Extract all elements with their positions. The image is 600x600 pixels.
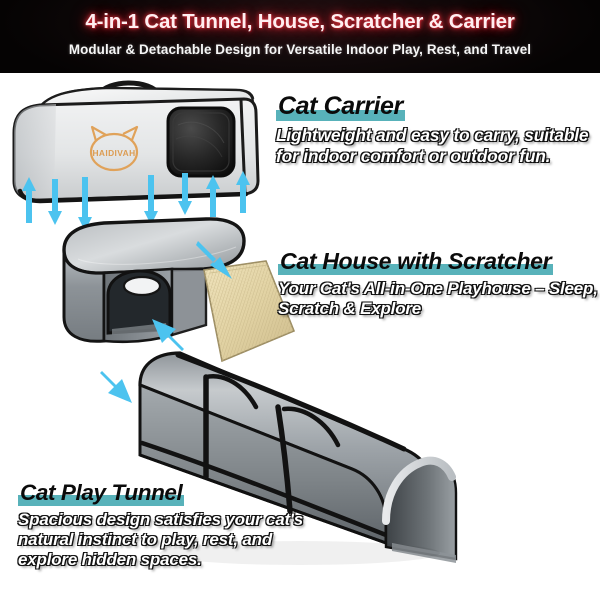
page-title: 4-in-1 Cat Tunnel, House, Scratcher & Ca… [85, 10, 515, 33]
arrow-diagonal-icon [100, 371, 132, 403]
heading-underline-bar [18, 495, 185, 506]
tunnel-near-opening [382, 456, 458, 563]
cat-face-outline-icon [89, 132, 139, 172]
heading-wrap-carrier: Cat Carrier [276, 92, 405, 122]
house-left-wall [62, 249, 106, 343]
carrier-mesh-window [166, 106, 236, 178]
arrow-diagonal-icon [152, 319, 184, 351]
callout-heading-house: Cat House with Scratcher [280, 248, 552, 274]
arrow-up-icon [206, 175, 220, 217]
assembly-arrows-upper [22, 171, 250, 231]
arrow-down-icon [48, 179, 62, 225]
heading-underline-bar [278, 264, 554, 275]
tunnel-ridge-strap [175, 352, 407, 452]
carrier-handle [95, 80, 163, 98]
arrow-up-icon [22, 177, 36, 223]
callout-cat-carrier: Cat Carrier Lightweight and easy to carr… [276, 92, 594, 166]
carrier-body-panel [12, 97, 260, 202]
house-door-opening [106, 269, 172, 335]
carrier-bottom-trim [17, 188, 249, 204]
heading-wrap-house: Cat House with Scratcher [278, 248, 554, 276]
callout-cat-tunnel: Cat Play Tunnel Spacious design satisfie… [18, 480, 318, 570]
arrow-down-icon [178, 173, 192, 215]
assembly-arrows-lower [100, 241, 232, 403]
callout-heading-carrier: Cat Carrier [278, 92, 403, 120]
callout-body-house: Your Cat's All-in-One Playhouse – Sleep,… [278, 279, 598, 319]
cat-ears-icon [90, 125, 139, 142]
brand-logo: HAIDIVAH [89, 125, 139, 172]
callout-heading-tunnel: Cat Play Tunnel [20, 480, 183, 505]
house-peep-hole [122, 275, 162, 297]
carrier-top-panel [34, 86, 255, 123]
heading-underline-bar [276, 110, 405, 121]
arrow-down-icon [144, 175, 158, 225]
callout-cat-house: Cat House with Scratcher Your Cat's All-… [278, 248, 598, 319]
house-top-deck [62, 217, 246, 275]
callout-body-carrier: Lightweight and easy to carry, suitable … [276, 125, 589, 166]
arrow-up-icon [236, 171, 250, 213]
header-banner: 4-in-1 Cat Tunnel, House, Scratcher & Ca… [0, 0, 600, 73]
heading-wrap-tunnel: Cat Play Tunnel [18, 480, 185, 507]
arrow-diagonal-icon [196, 241, 232, 279]
tunnel-far-end [138, 353, 178, 455]
cat-carrier-module: HAIDIVAH [12, 80, 260, 204]
cat-house-module [62, 217, 296, 363]
arrow-down-icon [78, 177, 92, 231]
tunnel-rim-highlight [382, 456, 456, 525]
callout-body-tunnel: Spacious design satisfies your cat's nat… [18, 510, 304, 570]
page-subtitle: Modular & Detachable Design for Versatil… [68, 42, 532, 57]
brand-logo-text: HAIDIVAH [92, 148, 135, 158]
house-front-wall [102, 267, 174, 344]
